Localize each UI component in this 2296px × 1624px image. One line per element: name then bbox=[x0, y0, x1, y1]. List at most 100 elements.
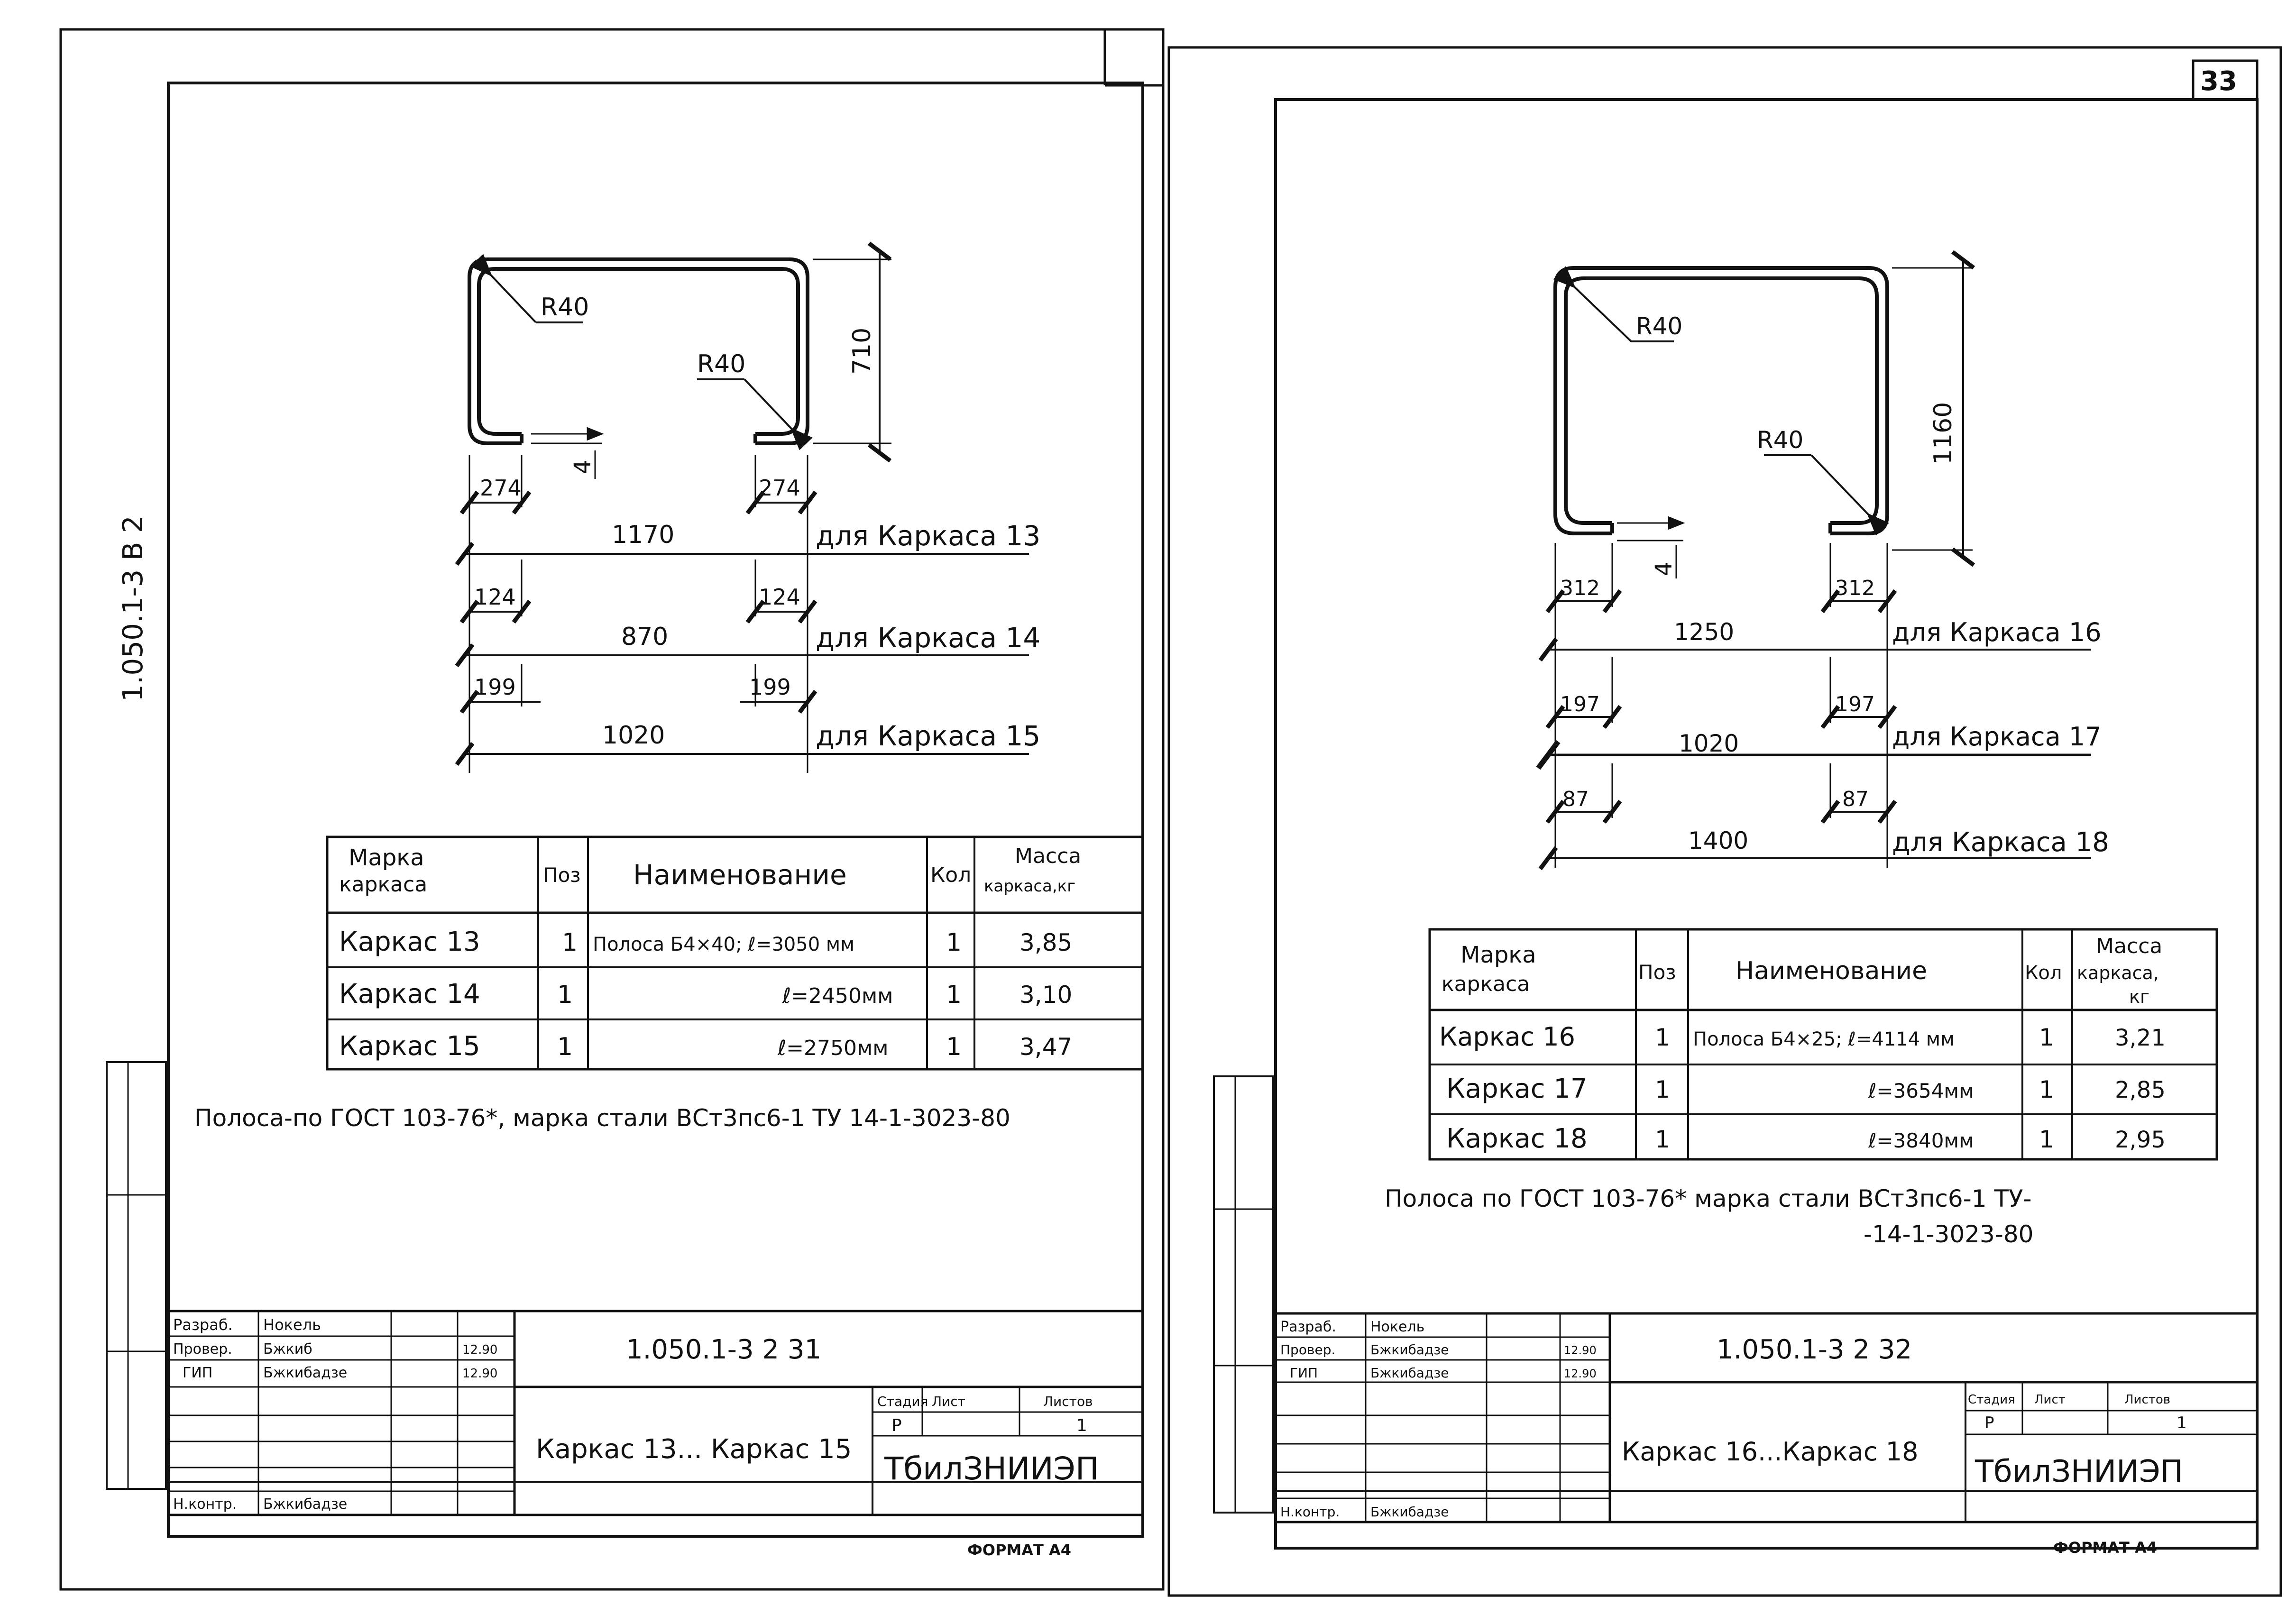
right-format-label: ФОРМАТ А4 bbox=[2053, 1539, 2157, 1557]
right-stamp-sheets-h: Листов bbox=[2124, 1393, 2170, 1407]
left-r2-name: ℓ=2450мм bbox=[782, 984, 893, 1008]
left-stamp-stage-h: Стадия bbox=[877, 1394, 928, 1409]
left-stamp-date-1: 12.90 bbox=[462, 1343, 497, 1357]
left-radius-top: R40 bbox=[541, 293, 589, 321]
right-r1-mark: Каркас 16 bbox=[1439, 1022, 1575, 1052]
left-r2-mark: Каркас 14 bbox=[339, 979, 480, 1009]
right-h-qty: Кол bbox=[2025, 962, 2062, 984]
left-d2-label: для Каркаса 14 bbox=[816, 622, 1040, 654]
left-stamp-role-4: Н.контр. bbox=[173, 1496, 237, 1513]
left-h-pos: Поз bbox=[543, 863, 581, 887]
right-frame-shape bbox=[1553, 266, 1889, 535]
right-radius-mid: R40 bbox=[1757, 426, 1803, 454]
left-d1-label: для Каркаса 13 bbox=[816, 520, 1040, 552]
right-r3-mark: Каркас 18 bbox=[1446, 1123, 1588, 1154]
right-inner-border bbox=[1274, 98, 2259, 1550]
left-stamp-date-2: 12.90 bbox=[462, 1367, 497, 1381]
left-r2-mass: 3,10 bbox=[1019, 981, 1072, 1009]
right-page-number: 33 bbox=[2200, 66, 2237, 97]
right-stamp-name-3: Бжкибадзе bbox=[1370, 1365, 1449, 1381]
right-d3-right: 87 bbox=[1842, 787, 1869, 811]
left-gap-dim: 4 bbox=[569, 459, 596, 474]
left-spec-table: Марка каркаса Поз Наименование Кол Масса… bbox=[326, 835, 1144, 1071]
left-title-block: Разраб. Нокель Провер. Бжкиб 12.90 ГИП Б… bbox=[167, 1310, 1144, 1516]
right-r3-pos: 1 bbox=[1655, 1126, 1670, 1153]
right-stamp-name-4: Бжкибадзе bbox=[1370, 1504, 1449, 1520]
right-stamp-title: Каркас 16...Каркас 18 bbox=[1622, 1437, 1918, 1467]
right-d3-label: для Каркаса 18 bbox=[1892, 827, 2109, 858]
right-spec-table: Марка каркаса Поз Наименование Кол Масса… bbox=[1428, 928, 2218, 1161]
right-stamp-sheet-h: Лист bbox=[2034, 1393, 2066, 1407]
right-h-mark-1: Марка bbox=[1460, 942, 1536, 968]
left-d3-label: для Каркаса 15 bbox=[816, 720, 1040, 752]
left-d3-left: 199 bbox=[474, 674, 516, 700]
right-d3-total: 1400 bbox=[1688, 827, 1748, 854]
right-h-pos: Поз bbox=[1638, 961, 1676, 984]
right-stamp-role-4: Н.контр. bbox=[1280, 1504, 1340, 1520]
right-stamp-role-3: ГИП bbox=[1290, 1365, 1318, 1381]
left-d3-right: 199 bbox=[749, 674, 791, 700]
right-stamp-stage: Р bbox=[1984, 1413, 1994, 1432]
left-h-mass-2: каркаса,кг bbox=[984, 877, 1075, 896]
right-stamp-role-1: Разраб. bbox=[1280, 1319, 1336, 1335]
left-r1-mass: 3,85 bbox=[1019, 929, 1072, 956]
right-d1-total: 1250 bbox=[1674, 618, 1734, 646]
left-stamp-sheets-h: Листов bbox=[1043, 1394, 1093, 1409]
right-d1-left: 312 bbox=[1560, 576, 1600, 600]
right-r3-qty: 1 bbox=[2039, 1126, 2054, 1153]
right-r2-pos: 1 bbox=[1655, 1076, 1670, 1103]
left-stamp-role-2: Провер. bbox=[173, 1341, 232, 1358]
left-r1-name: Полоса Б4×40; ℓ=3050 мм bbox=[593, 934, 854, 955]
left-r1-pos: 1 bbox=[562, 928, 578, 957]
left-stamp-name-4: Бжкибадзе bbox=[263, 1496, 347, 1513]
left-r2-pos: 1 bbox=[557, 981, 573, 1009]
left-stamp-org: ТбилЗНИИЭП bbox=[884, 1450, 1099, 1487]
right-radius-top: R40 bbox=[1636, 312, 1682, 340]
left-r3-mark: Каркас 15 bbox=[339, 1031, 480, 1062]
right-d2-right: 197 bbox=[1835, 692, 1875, 716]
right-stamp-code: 1.050.1-3 2 32 bbox=[1717, 1334, 1912, 1365]
left-d1-left: 274 bbox=[480, 475, 522, 501]
right-r2-name: ℓ=3654мм bbox=[1868, 1079, 1974, 1102]
right-d1-label: для Каркаса 16 bbox=[1892, 617, 2102, 647]
left-r3-mass: 3,47 bbox=[1019, 1033, 1072, 1061]
left-format-label: ФОРМАТ А4 bbox=[967, 1541, 1071, 1559]
right-r1-pos: 1 bbox=[1655, 1024, 1670, 1051]
right-stamp-name-1: Нокель bbox=[1370, 1319, 1424, 1335]
left-stamp-sheet-h: Лист bbox=[932, 1394, 965, 1409]
right-r3-name: ℓ=3840мм bbox=[1868, 1129, 1974, 1152]
right-d2-left: 197 bbox=[1560, 692, 1600, 716]
right-note-line-2: -14-1-3023-80 bbox=[1864, 1220, 2033, 1248]
right-stamp-sheets: 1 bbox=[2177, 1413, 2187, 1432]
left-r2-qty: 1 bbox=[946, 981, 962, 1009]
left-inner-border bbox=[167, 82, 1144, 1538]
right-h-mass-1: Масса bbox=[2096, 934, 2162, 958]
right-d1-right: 312 bbox=[1835, 576, 1875, 600]
left-d2-right: 124 bbox=[759, 584, 800, 610]
left-outer-border bbox=[59, 28, 1165, 1591]
right-r1-qty: 1 bbox=[2039, 1024, 2054, 1051]
left-stamp-stage: Р bbox=[891, 1416, 902, 1435]
left-d2-total: 870 bbox=[621, 623, 668, 651]
right-stamp-date-1: 12.90 bbox=[1564, 1344, 1597, 1357]
left-stamp-title: Каркас 13... Каркас 15 bbox=[536, 1434, 852, 1465]
right-stamp-role-2: Провер. bbox=[1280, 1342, 1335, 1358]
right-note-line-1: Полоса по ГОСТ 103-76* марка стали ВСт3п… bbox=[1385, 1185, 2032, 1212]
right-d2-total: 1020 bbox=[1679, 730, 1739, 757]
left-frame-shape bbox=[468, 257, 809, 445]
right-d3-left: 87 bbox=[1562, 787, 1589, 811]
right-r2-mark: Каркас 17 bbox=[1446, 1073, 1588, 1104]
left-side-code: 1.050.1-3 В 2 bbox=[117, 515, 149, 702]
left-d2-left: 124 bbox=[474, 584, 516, 610]
left-stamp-code: 1.050.1-3 2 31 bbox=[626, 1334, 821, 1365]
left-d1-total: 1170 bbox=[612, 521, 674, 549]
right-r3-mass: 2,95 bbox=[2115, 1127, 2166, 1153]
left-sheet: 1.050.1-3 В 2 R40 R40 710 4 274 bbox=[59, 28, 1165, 1591]
left-stamp-name-2: Бжкиб bbox=[263, 1341, 312, 1358]
right-h-name: Наименование bbox=[1736, 957, 1927, 985]
left-r3-pos: 1 bbox=[557, 1033, 573, 1061]
left-r3-qty: 1 bbox=[946, 1033, 962, 1061]
right-stamp-date-2: 12.90 bbox=[1564, 1367, 1597, 1380]
left-d3-total: 1020 bbox=[602, 721, 665, 750]
